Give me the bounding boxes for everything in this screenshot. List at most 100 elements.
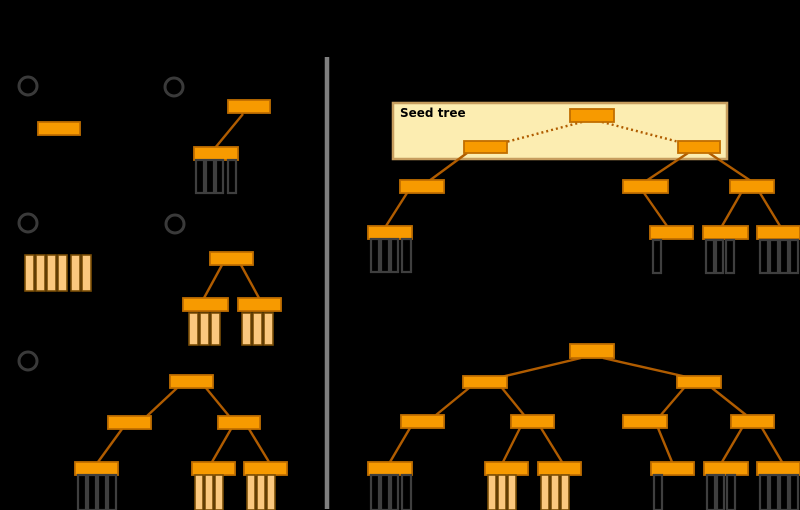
step-circle xyxy=(17,75,39,97)
bucket-item-empty xyxy=(194,158,206,195)
bucket-item-empty xyxy=(724,238,736,275)
bucket-item-empty xyxy=(389,473,400,510)
bucket-item-empty xyxy=(400,473,413,510)
tree-node-bar xyxy=(367,225,413,240)
tree-node-bar xyxy=(367,461,413,476)
tree-node-bar xyxy=(217,415,261,430)
bucket-item-filled xyxy=(252,312,263,346)
bucket-item-empty xyxy=(778,473,790,510)
seed-tree-box xyxy=(391,101,729,161)
tree-node-bar xyxy=(169,374,214,389)
tree-edge-dotted xyxy=(601,120,680,144)
tree-node-bar xyxy=(209,251,254,266)
tree-edge xyxy=(643,192,668,227)
tree-edge xyxy=(645,152,689,182)
bucket-item-filled xyxy=(263,312,274,346)
tree-node-bar xyxy=(650,461,695,476)
tree-node-bar xyxy=(756,225,800,240)
bucket-item-filled xyxy=(188,312,199,346)
bucket-item-filled xyxy=(81,254,92,292)
bucket-item-filled xyxy=(210,312,221,346)
tree-edge xyxy=(247,428,271,463)
bucket-item-filled xyxy=(507,474,517,510)
tree-node-bar xyxy=(756,461,800,476)
tree-edge xyxy=(202,264,224,299)
tree-node-bar xyxy=(74,461,119,476)
tree-edge xyxy=(388,427,412,463)
bucket-item-empty xyxy=(758,473,770,510)
seed-tree-label: Seed tree xyxy=(400,106,466,120)
bucket-item-empty xyxy=(768,238,780,275)
tree-node-bar xyxy=(182,297,229,312)
bucket-item-filled xyxy=(497,474,507,510)
bucket-item-empty xyxy=(714,238,725,275)
tree-edge xyxy=(384,192,409,227)
tree-node-bar xyxy=(243,461,288,476)
bucket-item-filled xyxy=(241,312,252,346)
bucket-item-filled xyxy=(199,312,210,346)
tree-node-bar xyxy=(462,375,508,389)
bucket-item-empty xyxy=(214,158,225,195)
step-circle xyxy=(164,213,186,235)
bucket-item-empty xyxy=(86,473,98,510)
tree-edge xyxy=(214,113,244,149)
tree-edge xyxy=(205,387,230,417)
bucket-item-empty xyxy=(788,473,800,510)
tree-node-bar xyxy=(107,415,152,430)
tree-edge xyxy=(501,387,525,416)
tree-node-bar xyxy=(37,121,81,136)
bucket-item-empty xyxy=(389,237,400,274)
tree-edge xyxy=(428,152,468,182)
bucket-item-filled xyxy=(46,254,57,292)
tree-node-bar xyxy=(702,225,749,240)
tree-edge-dotted xyxy=(505,120,583,144)
tree-edge xyxy=(435,387,470,416)
bucket-item-empty xyxy=(758,238,770,275)
bucket-item-filled xyxy=(70,254,81,292)
bucket-item-filled xyxy=(487,474,497,510)
tree-edge xyxy=(146,387,178,417)
tree-node-bar xyxy=(400,414,445,429)
tree-node-bar xyxy=(622,414,668,429)
tree-node-bar xyxy=(399,179,445,194)
tree-node-bar xyxy=(730,414,775,429)
tree-node-bar xyxy=(484,461,529,476)
tree-node-bar xyxy=(677,140,721,154)
bucket-item-filled xyxy=(194,474,204,510)
bucket-item-empty xyxy=(96,473,108,510)
tree-edge xyxy=(210,428,233,463)
bucket-item-empty xyxy=(768,473,780,510)
bucket-item-filled xyxy=(266,474,276,510)
bucket-item-empty xyxy=(652,473,664,510)
bucket-item-empty xyxy=(76,473,88,510)
tree-node-bar xyxy=(227,99,271,114)
tree-node-bar xyxy=(569,108,615,123)
bucket-item-empty xyxy=(379,473,391,510)
tree-node-bar xyxy=(703,461,749,476)
bucket-item-empty xyxy=(369,473,381,510)
tree-node-bar xyxy=(622,179,669,194)
bucket-item-filled xyxy=(540,474,550,510)
bucket-item-empty xyxy=(704,238,716,275)
tree-node-bar xyxy=(237,297,282,312)
bucket-item-empty xyxy=(379,237,391,274)
bucket-item-empty xyxy=(705,473,717,510)
tree-edge xyxy=(539,427,564,463)
tree-edge xyxy=(500,356,582,379)
tree-node-bar xyxy=(537,461,582,476)
tree-node-bar xyxy=(510,414,555,429)
tree-edge xyxy=(602,356,688,379)
bucket-item-filled xyxy=(550,474,560,510)
tree-edge xyxy=(239,264,261,299)
tree-node-bar xyxy=(191,461,236,476)
tree-edge xyxy=(501,427,522,463)
bucket-item-empty xyxy=(725,473,737,510)
bucket-item-empty xyxy=(788,238,800,275)
bucket-item-empty xyxy=(651,238,663,275)
tree-node-bar xyxy=(729,179,775,194)
tree-node-bar xyxy=(193,146,239,161)
tree-node-bar xyxy=(649,225,694,240)
bucket-item-filled xyxy=(204,474,214,510)
